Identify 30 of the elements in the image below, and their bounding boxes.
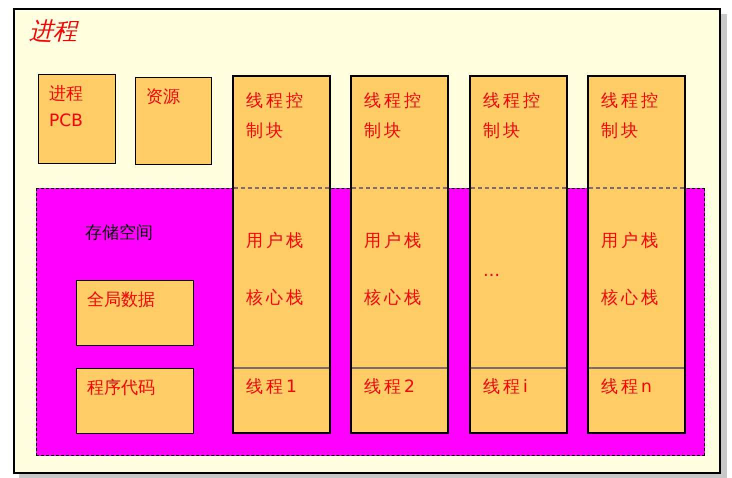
thread-column xyxy=(469,75,568,434)
stack-label: 用户栈 xyxy=(601,230,662,253)
thread-column xyxy=(232,75,331,434)
block-label: 线程控制块 xyxy=(364,90,425,143)
thread-name: 线程1 xyxy=(246,376,301,399)
box-label: 进程 PCB xyxy=(49,83,84,134)
thread-column xyxy=(350,75,449,434)
thread-column xyxy=(587,75,686,434)
process-box xyxy=(76,368,194,434)
process-box xyxy=(38,74,116,164)
process-frame xyxy=(13,8,721,474)
process-box xyxy=(135,77,212,165)
box-label: 资源 xyxy=(146,86,181,109)
process-box xyxy=(76,280,194,346)
stack-label: 核心栈 xyxy=(601,287,662,310)
title: 进程 xyxy=(29,16,77,47)
stack-label: … xyxy=(483,260,504,283)
stack-label: 核心栈 xyxy=(364,287,425,310)
stack-label: 核心栈 xyxy=(246,287,307,310)
stack-label: 用户栈 xyxy=(364,230,425,253)
thread-name: 线程n xyxy=(601,376,656,399)
stack-label: 用户栈 xyxy=(246,230,307,253)
thread-name: 线程2 xyxy=(364,376,419,399)
thread-name: 线程i xyxy=(483,376,532,399)
block-label: 线程控制块 xyxy=(246,90,307,143)
block-label: 线程控制块 xyxy=(483,90,544,143)
box-label: 程序代码 xyxy=(87,377,156,400)
block-label: 线程控制块 xyxy=(601,90,662,143)
box-label: 全局数据 xyxy=(87,289,156,312)
area-label: 存储空间 xyxy=(85,222,153,245)
